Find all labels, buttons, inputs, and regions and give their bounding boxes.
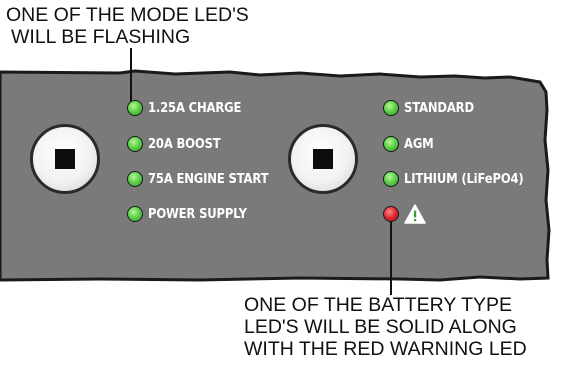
mode-led-power-supply: POWER SUPPLY — [127, 203, 263, 225]
led-indicator — [383, 171, 399, 187]
warning-led-indicator — [383, 206, 399, 222]
mode-led-boost: 20A BOOST — [127, 133, 232, 155]
battery-type-button[interactable] — [288, 124, 358, 194]
led-label: AGM — [404, 136, 434, 152]
mode-callout: ONE OF THE MODE LED'S WILL BE FLASHING — [6, 4, 249, 48]
battery-led-standard: STANDARD — [383, 97, 485, 119]
battery-led-agm: AGM — [383, 133, 438, 155]
warning-triangle-icon — [404, 204, 426, 224]
mode-callout-line-1: ONE OF THE MODE LED'S — [6, 4, 249, 26]
mode-button[interactable] — [30, 124, 100, 194]
battery-callout-line-1: ONE OF THE BATTERY TYPE — [244, 294, 513, 316]
warning-led — [383, 203, 426, 225]
square-icon — [55, 149, 75, 169]
led-label: STANDARD — [404, 100, 474, 116]
led-label: LITHIUM (LiFePO4) — [404, 171, 524, 187]
led-indicator — [383, 100, 399, 116]
mode-led-charge: 1.25A CHARGE — [127, 97, 256, 119]
led-label: 1.25A CHARGE — [148, 100, 242, 116]
led-label: POWER SUPPLY — [148, 206, 247, 222]
led-indicator — [127, 136, 143, 152]
led-label: 20A BOOST — [148, 136, 221, 152]
led-label: 75A ENGINE START — [148, 171, 269, 187]
led-indicator — [127, 171, 143, 187]
battery-callout-line-2: LED'S WILL BE SOLID ALONG — [244, 316, 517, 338]
mode-led-engine-start: 75A ENGINE START — [127, 168, 288, 190]
mode-callout-line-2: WILL BE FLASHING — [11, 26, 191, 48]
led-indicator — [127, 100, 143, 116]
square-icon — [313, 149, 333, 169]
led-indicator — [383, 136, 399, 152]
led-indicator — [127, 206, 143, 222]
panel-body — [0, 69, 551, 282]
battery-callout: ONE OF THE BATTERY TYPE LED'S WILL BE SO… — [244, 294, 527, 360]
battery-led-lithium: LITHIUM (LiFePO4) — [383, 168, 543, 190]
battery-callout-line-3: WITH THE RED WARNING LED — [244, 338, 527, 360]
